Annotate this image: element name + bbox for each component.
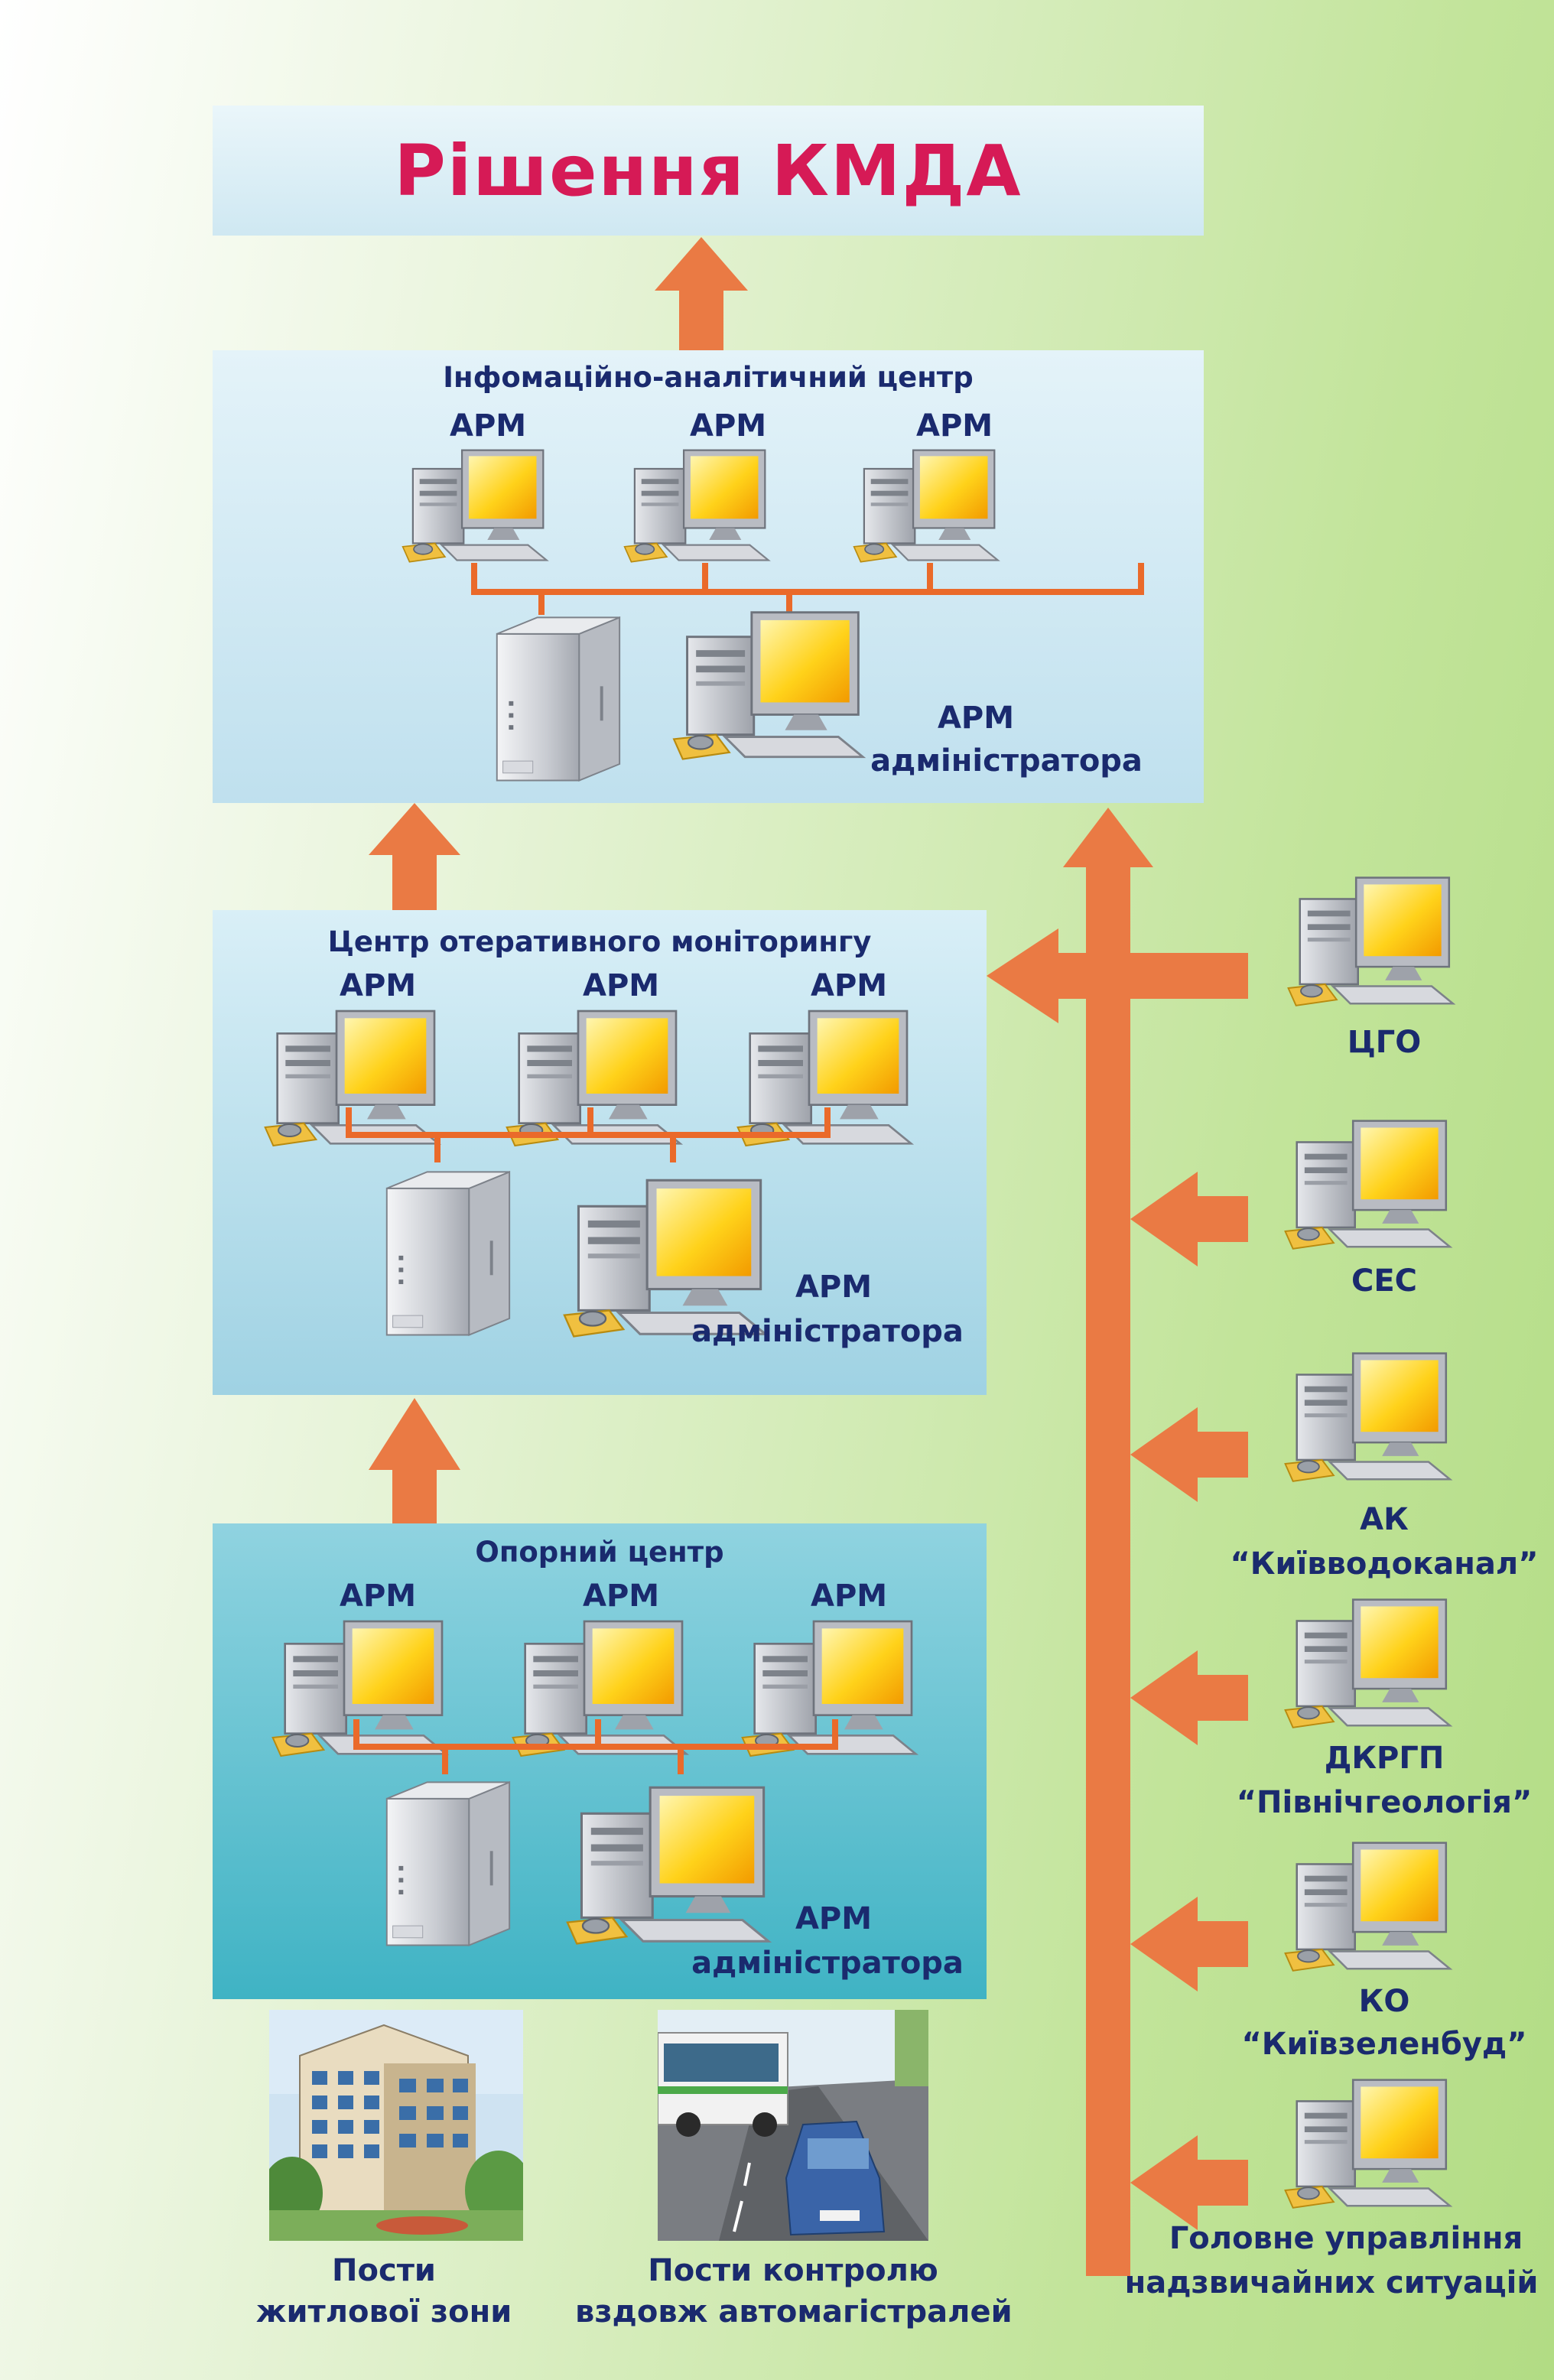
network-link (471, 563, 477, 593)
workstation-icon (623, 445, 775, 572)
agency-zelenbud-label-2: “Київзеленбуд” (1241, 2027, 1527, 2062)
highway-photo (658, 2010, 928, 2241)
base-ws-label-1: АРМ (340, 1579, 417, 1614)
arrow-from-dsns (1130, 2135, 1248, 2230)
residential-posts-label-2: житлової зони (255, 2294, 512, 2330)
main-trunk-arrow (1063, 808, 1153, 2276)
network-link (832, 1719, 838, 1748)
network-link (786, 592, 792, 615)
agency-vodokanal-label-2: “Київводоканал” (1230, 1546, 1539, 1582)
server-icon (379, 1773, 514, 1952)
agency-dsns-label-1: Головне управління (1169, 2221, 1523, 2256)
network-link (595, 1719, 601, 1748)
residential-posts-label-1: Пости (332, 2253, 436, 2288)
residential-building-photo (269, 2010, 523, 2241)
network-link (587, 1107, 593, 1136)
arrow-to-monitoring (369, 1398, 460, 1523)
network-link (670, 1135, 676, 1162)
highway-posts-label-2: вздовж автомагістралей (575, 2294, 1013, 2330)
analytic-ws-label-1: АРМ (450, 408, 527, 444)
network-link (1138, 563, 1144, 593)
arrow-from-cgo (987, 928, 1248, 1023)
monitoring-admin-label-2: адміністратора (691, 1314, 964, 1349)
workstation-icon (1282, 1348, 1459, 1493)
workstation-icon (401, 445, 554, 572)
title-box: Рішення КМДА (213, 106, 1204, 236)
arrow-to-kmda (655, 237, 748, 350)
server-icon (379, 1162, 514, 1341)
arrow-to-analytic (369, 803, 460, 910)
base-ws-label-3: АРМ (811, 1579, 888, 1614)
monitoring-ws-label-1: АРМ (340, 968, 417, 1003)
monitoring-admin-label-1: АРМ (795, 1270, 873, 1305)
arrow-from-geology (1130, 1650, 1248, 1745)
title-text: Рішення КМДА (394, 129, 1022, 212)
network-bus (471, 589, 1144, 595)
network-link (702, 563, 708, 593)
arrow-from-ses (1130, 1172, 1248, 1266)
workstation-icon (852, 445, 1005, 572)
server-icon (489, 610, 624, 785)
base-admin-label-1: АРМ (795, 1901, 873, 1936)
admin-workstation-icon (671, 606, 872, 772)
arrow-from-zelenbud (1130, 1897, 1248, 1991)
monitoring-ws-label-3: АРМ (811, 968, 888, 1003)
workstation-icon (1285, 872, 1462, 1017)
base-admin-label-2: адміністратора (691, 1946, 964, 1981)
monitoring-center-title: Центр отеративного моніторингу (327, 925, 872, 958)
network-link (346, 1107, 352, 1136)
network-link (353, 1719, 359, 1748)
agency-cgo-label: ЦГО (1347, 1025, 1422, 1060)
network-link (442, 1747, 448, 1774)
agency-ses-label: СЕС (1351, 1263, 1418, 1299)
admin-workstation-icon (564, 1780, 779, 1958)
analytic-ws-label-2: АРМ (690, 408, 767, 444)
workstation-icon (1282, 2074, 1459, 2219)
agency-zelenbud-label-1: КО (1358, 1984, 1410, 2019)
highway-posts-label-1: Пости контролю (648, 2253, 938, 2288)
workstation-icon (1282, 1594, 1459, 1739)
analytic-center-title: Інфомаційно-аналітичний центр (443, 361, 974, 394)
analytic-admin-label-2: адміністратора (870, 743, 1143, 779)
analytic-ws-label-3: АРМ (916, 408, 993, 444)
agency-dsns-label-2: надзвичайних ситуацій (1124, 2265, 1539, 2300)
monitoring-ws-label-2: АРМ (583, 968, 660, 1003)
analytic-center-panel: Інфомаційно-аналітичний центр АРМ АРМ АР… (213, 350, 1204, 803)
arrow-from-vodokanal (1130, 1407, 1248, 1502)
base-ws-label-2: АРМ (583, 1579, 660, 1614)
network-link (927, 563, 933, 593)
workstation-icon (1282, 1115, 1459, 1260)
base-center-title: Опорний центр (475, 1536, 724, 1569)
agency-geology-label-1: ДКРГП (1324, 1741, 1445, 1776)
workstation-icon (1282, 1837, 1459, 1982)
network-link (678, 1747, 684, 1774)
network-link (538, 592, 545, 615)
agency-vodokanal-label-1: АК (1360, 1502, 1409, 1537)
base-center-panel: Опорний центр АРМ АРМ АРМ АРМ адміністра… (213, 1523, 987, 1999)
network-link (434, 1135, 441, 1162)
network-link (824, 1107, 831, 1136)
agency-geology-label-2: “Північгеологія” (1236, 1785, 1533, 1820)
monitoring-center-panel: Центр отеративного моніторингу АРМ АРМ А… (213, 910, 987, 1395)
analytic-admin-label-1: АРМ (937, 701, 1015, 736)
